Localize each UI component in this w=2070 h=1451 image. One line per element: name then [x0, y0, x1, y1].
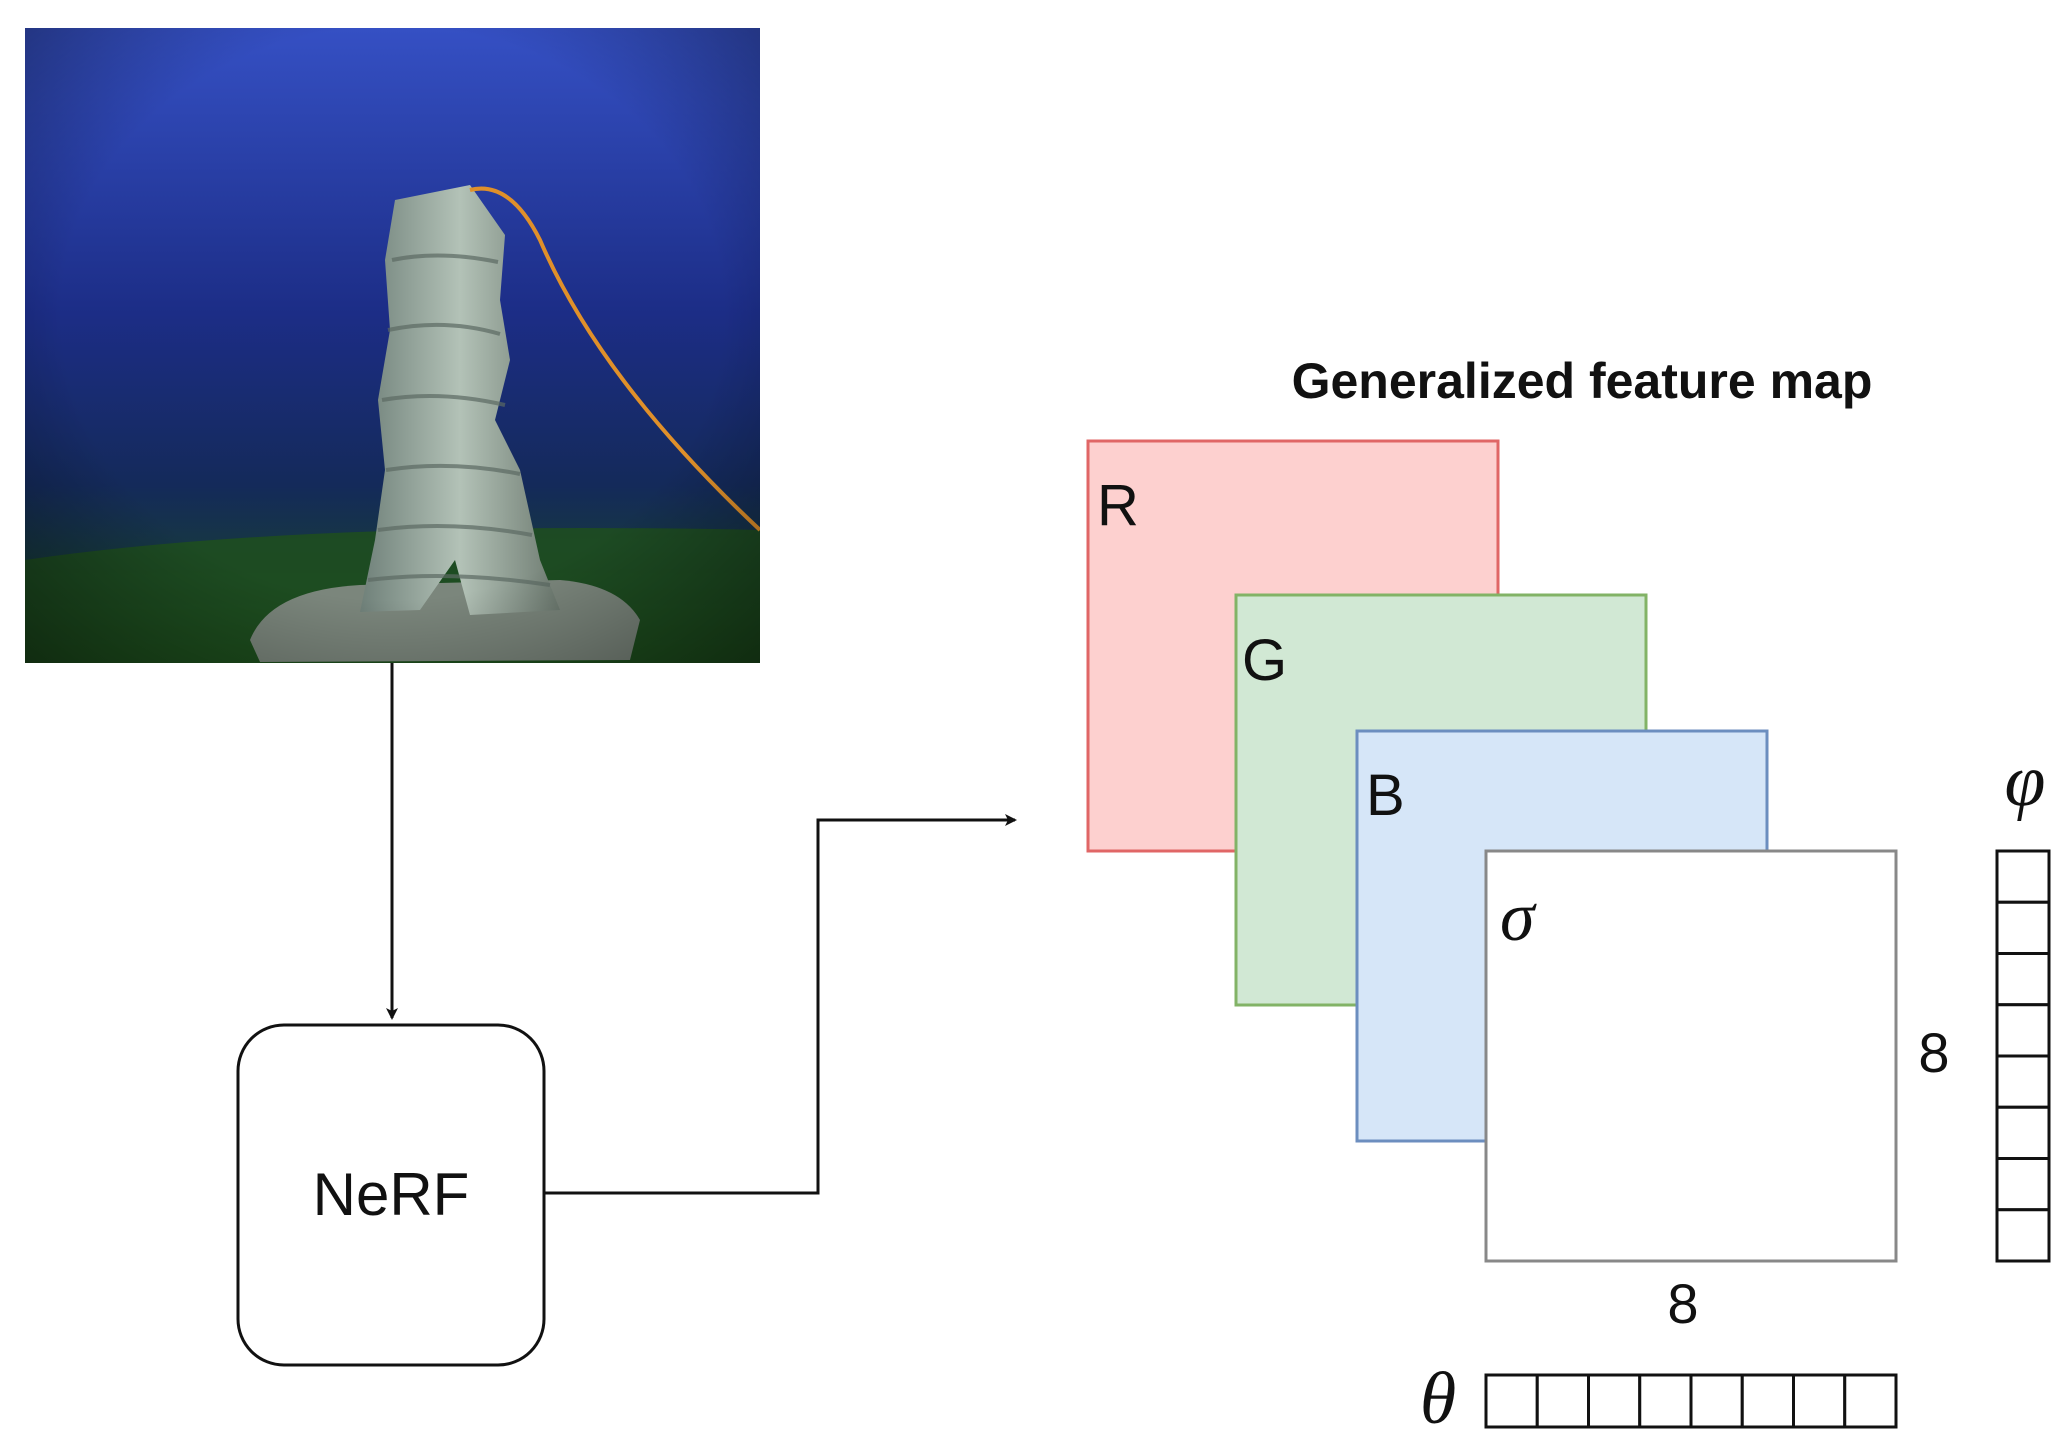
theta-cell	[1587, 1373, 1642, 1429]
theta-symbol: θ	[1420, 1358, 1456, 1440]
channel-b-label: B	[1366, 763, 1405, 828]
theta-cell	[1740, 1373, 1795, 1429]
phi-cell	[1995, 1157, 2051, 1212]
phi-cell	[1995, 900, 2051, 955]
width-dimension-label: 8	[1667, 1272, 1698, 1335]
phi-symbol: φ	[2005, 740, 2046, 822]
channel-sigma-label: σ	[1500, 879, 1537, 956]
arrow-nerf-to-feature-map	[544, 814, 1017, 1195]
phi-cell	[1995, 1054, 2051, 1109]
theta-cell	[1535, 1373, 1590, 1429]
height-dimension-label: 8	[1918, 1021, 1949, 1084]
feature-map-title: Generalized feature map	[1292, 353, 1873, 409]
phi-cell	[1995, 849, 2051, 904]
channel-sigma-square	[1484, 849, 1898, 1263]
phi-cell	[1995, 1003, 2051, 1058]
theta-cell	[1843, 1373, 1898, 1429]
phi-cell	[1995, 1208, 2051, 1263]
theta-cell	[1792, 1373, 1847, 1429]
nerf-box	[236, 1023, 546, 1367]
theta-cell	[1638, 1373, 1693, 1429]
theta-cell-strip	[1484, 1373, 1898, 1429]
nerf-label: NeRF	[313, 1161, 470, 1228]
channel-r-label: R	[1097, 473, 1139, 538]
phi-cell-strip	[1995, 849, 2051, 1263]
theta-cell	[1689, 1373, 1744, 1429]
vent-photo	[25, 28, 760, 663]
channel-g-label: G	[1242, 628, 1287, 693]
phi-cell	[1995, 952, 2051, 1007]
theta-cell	[1484, 1373, 1539, 1429]
phi-cell	[1995, 1105, 2051, 1160]
